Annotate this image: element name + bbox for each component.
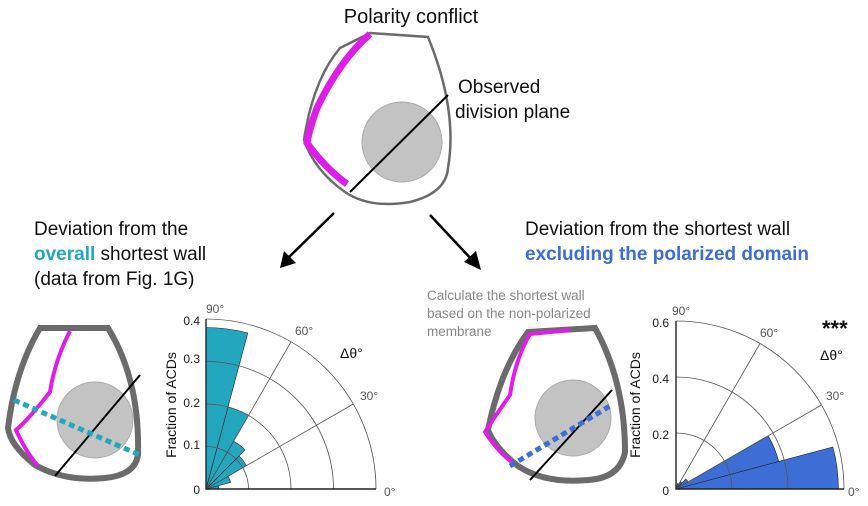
left-cell-diagram [4, 325, 142, 482]
right-radial-tick: 0 [662, 484, 669, 498]
right-chart-grid-ring [675, 376, 789, 490]
right-polarized-domain [482, 328, 571, 464]
right-angle-tick-60: 60° [760, 326, 778, 340]
top-division-plane [349, 94, 449, 193]
left-angle-label: Δθ° [340, 345, 363, 361]
left-division-plane [54, 374, 141, 477]
left-angle-tick-30: 30° [360, 389, 378, 403]
right-angle-tick-90: 90° [672, 304, 690, 318]
left-heading-line3: (data from Fig. 1G) [34, 269, 195, 290]
right-radial-tick: 0.4 [652, 372, 669, 386]
figure-title: Polarity conflict [344, 6, 479, 28]
left-shortest-wall [12, 397, 142, 458]
right-note-line2: based on the non-polarized [427, 306, 591, 321]
right-angle-tick-30: 30° [826, 389, 844, 403]
top-cell-diagram [302, 31, 452, 206]
left-chart-grid [205, 318, 377, 490]
observed-label-line1: Observed [458, 77, 540, 98]
right-polar-chart: 0.6 0.4 0.2 0 90° 60° 30° 0° *** Δθ° Fra… [627, 304, 860, 499]
right-note-line3: membrane [427, 324, 492, 339]
right-chart-grid-ring [675, 320, 845, 490]
right-radial-tick: 0.2 [652, 428, 669, 442]
left-radial-tick: 0 [193, 483, 200, 497]
right-chart-bars [675, 435, 839, 490]
right-note-line1: Calculate the shortest wall [427, 288, 585, 303]
left-angle-tick-0: 0° [384, 485, 396, 499]
left-chart-grid-spoke [205, 341, 292, 490]
right-chart-grid [675, 320, 845, 490]
left-angle-tick-60: 60° [295, 324, 313, 338]
right-division-plane [529, 389, 613, 481]
left-chart-grid-ring [205, 403, 292, 490]
left-polar-chart: 0.4 0.3 0.2 0.1 0 90° 60° 30° 0° Δθ° Fra… [163, 302, 396, 499]
left-y-axis-label: Fraction of ACDs [163, 352, 179, 458]
left-polarized-domain [13, 330, 72, 468]
right-chart-axes [675, 321, 844, 490]
left-heading-line2: overall shortest wall [34, 244, 206, 265]
arrow-right [429, 214, 481, 270]
top-polarized-domain [303, 31, 373, 187]
left-radial-tick: 0.1 [183, 438, 200, 452]
right-heading-highlight: excluding the polarized domain [525, 244, 809, 265]
left-heading-highlight: overall [34, 244, 95, 265]
left-heading-line2-rest: shortest wall [95, 244, 206, 265]
right-chart-grid-spoke [675, 343, 761, 490]
right-radial-tick: 0.6 [652, 316, 669, 330]
left-heading-line1: Deviation from the [34, 219, 188, 240]
right-chart-grid-spoke [675, 404, 822, 490]
left-radial-tick: 0.3 [183, 352, 200, 366]
left-chart-grid-ring [205, 318, 377, 490]
right-chart-grid-ring [675, 432, 733, 490]
left-nucleus [56, 381, 134, 459]
left-chart-grid-ring [205, 361, 334, 490]
left-radial-tick: 0.4 [183, 314, 200, 328]
right-y-axis-label: Fraction of ACDs [627, 352, 643, 458]
right-heading-line1: Deviation from the shortest wall [525, 219, 790, 240]
observed-label-line2: division plane [455, 102, 570, 123]
left-chart-grid-ring [205, 446, 249, 490]
left-radial-tick: 0.2 [183, 396, 200, 410]
right-angle-tick-0: 0° [848, 485, 860, 499]
left-chart-bars [205, 327, 249, 490]
right-cell-diagram [482, 324, 629, 484]
left-chart-axes [205, 319, 376, 490]
left-chart-grid-spoke [205, 403, 354, 490]
right-angle-label: Δθ° [820, 347, 843, 363]
left-angle-tick-90: 90° [206, 302, 224, 316]
arrow-left [280, 212, 335, 268]
significance-stars: *** [822, 316, 848, 341]
